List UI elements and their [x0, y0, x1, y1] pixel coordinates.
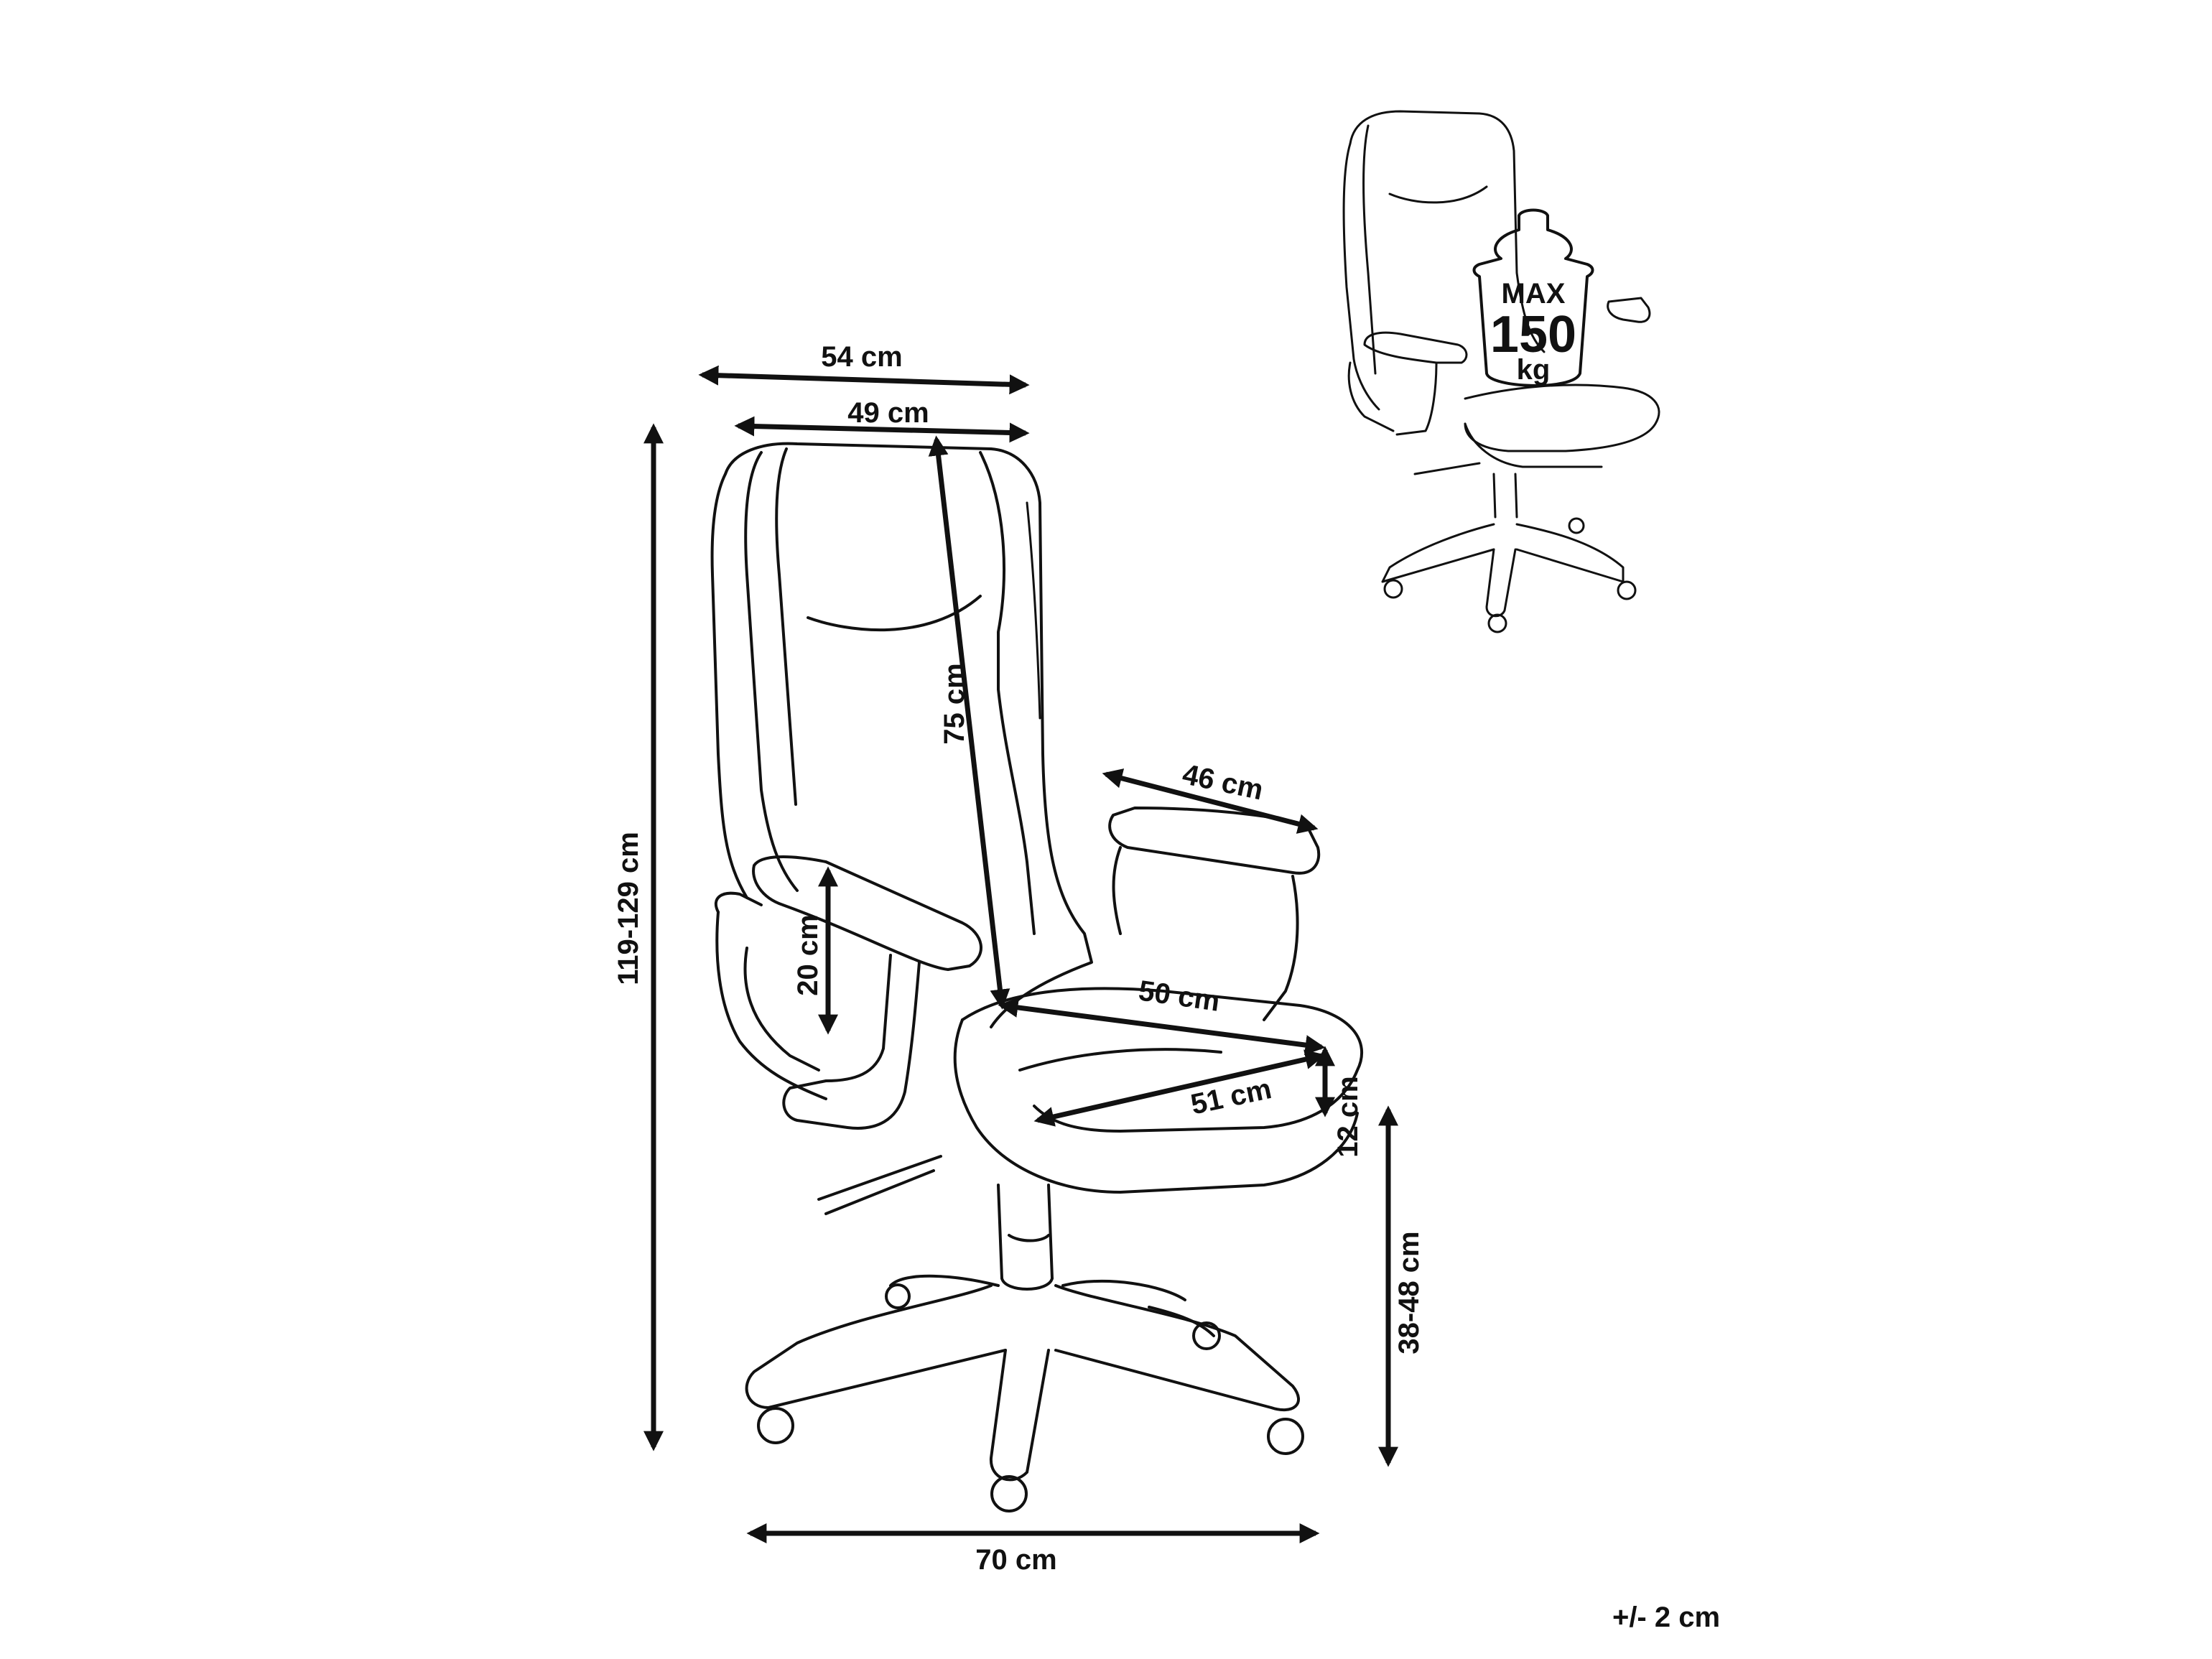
width-top-label: 54 cm — [821, 341, 902, 373]
weight-max-label: MAX — [1502, 278, 1566, 310]
seat-thickness-label: 12 cm — [1332, 1076, 1364, 1157]
weight-value-label: 150 — [1490, 306, 1576, 363]
width-top-arrow — [698, 365, 1030, 395]
seat-depth-label: 50 cm — [1137, 975, 1222, 1017]
base-width-label: 70 cm — [975, 1544, 1056, 1576]
seat-width-arrow — [1033, 1049, 1326, 1127]
armrest-length-arrow — [1102, 768, 1319, 834]
seat-width-label: 51 cm — [1188, 1073, 1274, 1121]
seat-height-label: 38-48 cm — [1393, 1231, 1425, 1354]
backrest-width-arrow — [734, 416, 1030, 443]
weight-unit-label: kg — [1517, 354, 1551, 386]
total-height-label: 119-129 cm — [613, 832, 644, 985]
backrest-width-label: 49 cm — [847, 397, 929, 429]
dimension-labels: 54 cm 49 cm 75 cm 119-129 cm 20 cm 46 cm… — [613, 341, 1720, 1633]
dimension-arrows — [643, 365, 1398, 1543]
backrest-height-label: 75 cm — [939, 663, 970, 744]
backrest-height-arrow — [928, 435, 1010, 1010]
thumbnail-chair-drawing: MAX 150 kg — [1342, 110, 1660, 633]
seat-depth-arrow — [998, 998, 1326, 1055]
armrest-height-label: 20 cm — [792, 914, 824, 995]
tolerance-label: +/- 2 cm — [1612, 1602, 1720, 1633]
